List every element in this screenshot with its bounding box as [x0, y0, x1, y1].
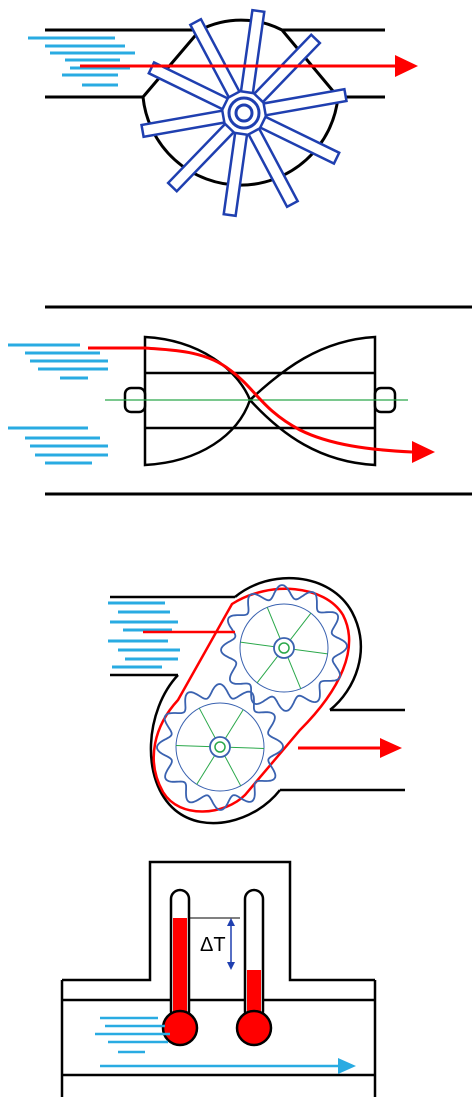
gear-hub-inner [214, 741, 226, 753]
rotor-blade [262, 87, 348, 117]
gear-pitch-circle [175, 702, 265, 792]
rotor-blade [140, 109, 226, 139]
rotor-blade [252, 32, 322, 104]
gear-housing [110, 576, 405, 825]
rotor-blade [239, 8, 266, 95]
delta-dimension [189, 917, 240, 970]
rotor-blade [246, 127, 300, 209]
rotor-blade [166, 122, 236, 194]
flow-arrow [298, 738, 402, 758]
rotor-blade [258, 115, 341, 166]
rotor-blade [222, 131, 249, 218]
rotor-blade [188, 17, 242, 99]
inflow-lines [108, 601, 180, 669]
gear-pair [156, 584, 348, 811]
gear-teeth [220, 584, 348, 712]
inflow-lines [8, 343, 108, 465]
rotor-blades [140, 8, 348, 218]
delta-t-label: ΔT [200, 934, 226, 956]
screw-flowmeter [8, 305, 472, 496]
paddle-wheel-flowmeter [28, 8, 418, 218]
screw-rotor [123, 335, 397, 467]
sensor-housing [60, 860, 377, 1097]
thermal-flowmeter: ΔT [60, 860, 377, 1097]
thermometer-right [235, 888, 273, 1047]
flow-arrow [100, 1058, 356, 1074]
thermometer-left [161, 888, 199, 1047]
housing-seal-line [152, 587, 351, 813]
flow-arrow [88, 346, 435, 463]
flow-arrow [80, 55, 418, 77]
oval-gear-flowmeter [108, 576, 405, 825]
gear-pitch-circle [239, 603, 329, 693]
gear-upper [220, 584, 348, 712]
inflow-lines [28, 36, 135, 87]
inflow-lines [95, 1016, 170, 1054]
gear-hub-inner [278, 642, 290, 654]
rotor-blade [147, 60, 230, 111]
gear-teeth [156, 683, 284, 811]
gear-lower [156, 683, 284, 811]
rotor-hub-inner [234, 103, 254, 123]
